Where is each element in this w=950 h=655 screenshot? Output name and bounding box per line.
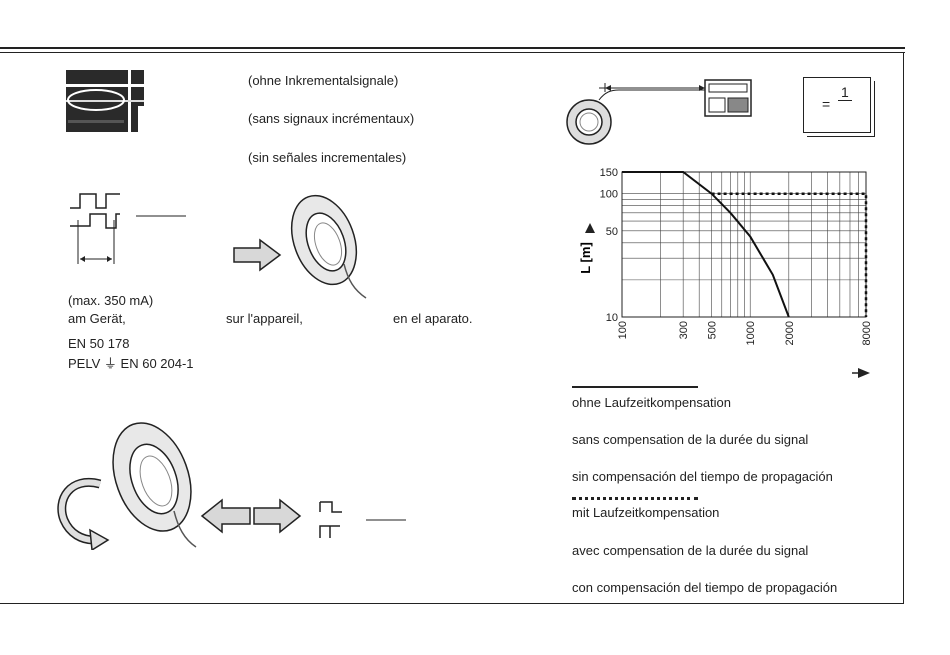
x-tick-label: 8000 [861,321,873,345]
top-rule [0,47,905,49]
device-label-fr: sur l'appareil, [226,311,303,326]
device-label-es: en el aparato. [393,311,473,326]
standard-pelv: PELV ⏚ EN 60 204-1 [68,353,194,372]
y-tick-label: 100 [600,189,618,201]
signal-note-fr: (sans signaux incrémentaux) [248,111,415,126]
right-rule [903,52,904,604]
ratio-box: = 1 [803,77,871,133]
y-tick-label: 10 [606,312,618,324]
x-tick-label: 300 [678,321,690,339]
signal-note-es: (sin señales incrementales) [248,150,407,165]
legend-solid-fr: sans compensation de la durée du signal [572,432,809,447]
bottom-rule [0,603,904,604]
length-frequency-chart: 150 100 50 10 100 300 500 1000 2000 8000 L [m] [578,167,873,378]
square-signal-icon [319,501,406,538]
double-arrow-icon [200,498,302,534]
y-tick-label: 50 [606,226,618,238]
rotation-arrow-icon [57,477,110,550]
square-wave-signal-icon [70,193,186,264]
legend-solid-es: sin compensación del tiempo de propagaci… [572,469,833,484]
pelv-prefix: PELV [68,356,101,371]
y-axis-arrow-icon [585,223,595,233]
encoder-ring-image [290,194,367,299]
label-plate-image [66,70,144,132]
y-tick-label: 150 [600,167,618,179]
x-tick-label: 2000 [784,321,796,345]
series-solid-line [622,171,790,318]
ratio-numerator: 1 [838,84,852,101]
legend-solid-line [572,386,698,388]
ratio-prefix: = [822,96,831,112]
arrow-right-icon [233,238,282,272]
device-label-de: am Gerät, [68,311,126,326]
encoder-ring-rotate-image [112,422,197,548]
signal-note-de: (ohne Inkrementalsignale) [248,73,399,88]
series-dashed-line [711,192,868,317]
encoder-display-diagram [566,79,752,145]
current-note: (max. 350 mA) [68,293,154,308]
legend-dashed-de: mit Laufzeitkompensation [572,505,720,520]
legend-dashed-fr: avec compensation de la durée du signal [572,543,809,558]
x-tick-label: 100 [617,321,629,339]
legend-dashed-line [572,497,698,500]
top-rule-thin [0,52,905,53]
standard-en50178: EN 50 178 [68,336,130,351]
legend-solid-de: ohne Laufzeitkompensation [572,395,732,410]
ground-icon: ⏚ [103,356,117,371]
x-tick-label: 500 [707,321,719,339]
x-axis-arrow-icon [858,368,870,378]
legend-dashed-es: con compensación del tiempo de propagaci… [572,580,838,595]
y-axis-label: L [m] [578,242,593,274]
x-tick-label: 1000 [745,321,757,345]
pelv-suffix: EN 60 204-1 [120,356,194,371]
